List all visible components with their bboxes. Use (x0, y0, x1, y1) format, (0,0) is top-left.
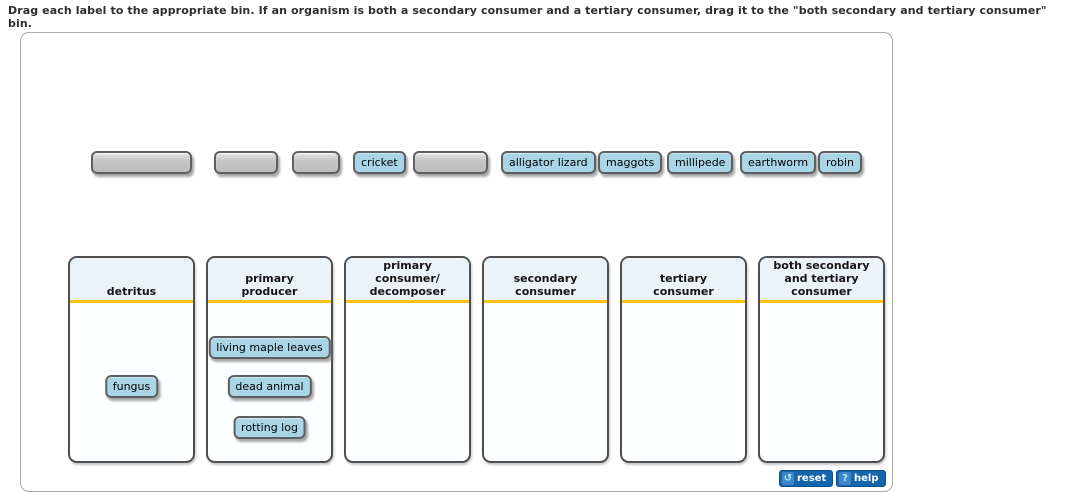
bin-title: both secondary and tertiary consumer (760, 258, 883, 303)
empty-label-slot[interactable] (91, 151, 192, 174)
drag-label-rotting-log[interactable]: rotting log (233, 416, 306, 439)
drag-label-alligator-lizard[interactable]: alligator lizard (501, 151, 596, 174)
bin-secondary-consumer[interactable]: secondary consumer (482, 256, 609, 463)
empty-label-slot[interactable] (413, 151, 488, 174)
bin-primary-consumer-decomposer[interactable]: primary consumer/ decomposer (344, 256, 471, 463)
bin-tertiary-consumer[interactable]: tertiary consumer (620, 256, 747, 463)
drag-label-earthworm[interactable]: earthworm (740, 151, 817, 174)
drag-label-robin[interactable]: robin (818, 151, 863, 174)
drag-label-dead-animal[interactable]: dead animal (227, 375, 312, 398)
bin-detritus[interactable]: detritus fungus (68, 256, 195, 463)
drag-label-fungus[interactable]: fungus (104, 375, 159, 398)
bin-title: tertiary consumer (622, 258, 745, 303)
help-icon: ? (839, 472, 851, 485)
help-button[interactable]: ? help (836, 470, 886, 487)
empty-label-slot[interactable] (214, 151, 278, 174)
bin-title: primary producer (208, 258, 331, 303)
drag-label-millipede[interactable]: millipede (667, 151, 734, 174)
drag-label-cricket[interactable]: cricket (353, 151, 406, 174)
bin-both-secondary-and-tertiary-consumer[interactable]: both secondary and tertiary consumer (758, 256, 885, 463)
empty-label-slot[interactable] (292, 151, 340, 174)
bin-primary-producer[interactable]: primary producer living maple leaves dea… (206, 256, 333, 463)
drag-label-maggots[interactable]: maggots (598, 151, 663, 174)
reset-icon: ↺ (782, 472, 794, 485)
help-button-label: help (854, 473, 879, 484)
instruction-text: Drag each label to the appropriate bin. … (8, 4, 1047, 30)
bin-title: secondary consumer (484, 258, 607, 303)
drag-label-living-maple-leaves[interactable]: living maple leaves (208, 336, 331, 359)
reset-button-label: reset (797, 473, 827, 484)
bin-title: detritus (70, 258, 193, 303)
activity-panel: cricket alligator lizard maggots millipe… (20, 32, 893, 492)
bin-title: primary consumer/ decomposer (346, 258, 469, 303)
reset-button[interactable]: ↺ reset (779, 470, 834, 487)
